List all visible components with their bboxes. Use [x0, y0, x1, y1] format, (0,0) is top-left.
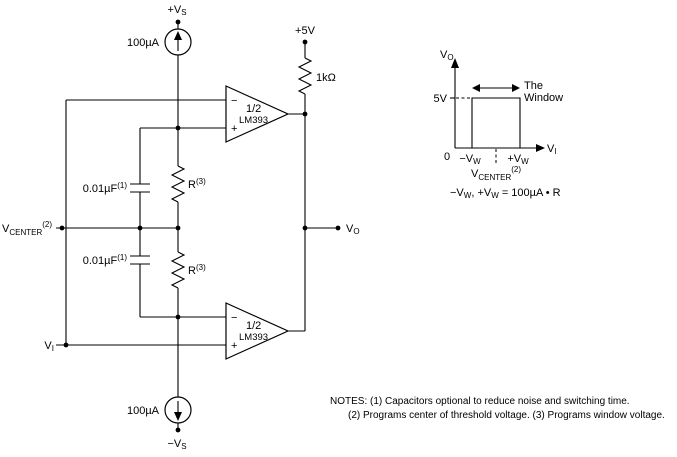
comparator-top-half: 1/2 [246, 103, 261, 115]
rail-5v-label: +5V [295, 25, 316, 37]
window-pulse [471, 97, 521, 148]
graph-equation: −VW, +VW = 100µA • R [450, 187, 561, 200]
x-axis-arrow-icon [536, 144, 545, 152]
resistor-1k [297, 57, 313, 95]
window-annotation-line1: The [524, 80, 543, 92]
resistor-r-bottom [170, 251, 186, 289]
junction-dots [59, 19, 341, 433]
v-in-label: VI [44, 340, 54, 353]
comparator-top-part: LM393 [239, 115, 268, 126]
y-axis-arrow-icon [451, 58, 459, 68]
graph-x-axis-label: VI [547, 143, 557, 156]
comparator-top-plus: + [231, 123, 237, 135]
wires [56, 22, 338, 430]
top-supply-label: +VS [167, 4, 186, 17]
pullup-resistor-label: 1kΩ [316, 72, 336, 84]
bottom-supply-label: −VS [167, 438, 186, 451]
resistor-r-top [170, 165, 186, 203]
capacitor-top [130, 183, 150, 193]
notes-line2: (2) Programs center of threshold voltage… [348, 410, 665, 421]
current-source-bottom [164, 396, 192, 424]
up-arrow-icon [174, 31, 182, 40]
window-arrow-left-icon [472, 84, 480, 92]
comparator-bottom-half: 1/2 [246, 320, 261, 332]
graph-origin-label: 0 [444, 151, 450, 163]
down-arrow-icon [174, 412, 182, 421]
capacitor-bottom [130, 255, 150, 265]
window-arrow-right-icon [512, 84, 520, 92]
top-current-source-label: 100µA [127, 37, 160, 49]
resistor-r-bottom-label: R(3) [188, 263, 206, 277]
graph-y-axis-label: VO [440, 49, 454, 62]
capacitor-bottom-label: 0.01µF(1) [83, 253, 128, 267]
graph-5v-label: 5V [434, 93, 448, 105]
comparator-bottom-plus: + [231, 340, 237, 352]
comparator-bottom-part: LM393 [239, 332, 268, 343]
graph-neg-vw-label: −VW [459, 153, 481, 166]
comparator-top-minus: − [231, 95, 237, 107]
current-source-top [164, 28, 192, 56]
transfer-graph [450, 58, 545, 165]
comparator-bottom-minus: − [231, 312, 237, 324]
graph-pos-vw-label: +VW [507, 153, 529, 166]
comparator-top [225, 85, 290, 143]
comparator-bottom [225, 302, 290, 360]
notes-line1: NOTES: (1) Capacitors optional to reduce… [330, 396, 630, 407]
resistor-r-top-label: R(3) [188, 177, 206, 191]
capacitor-top-label: 0.01µF(1) [83, 181, 128, 195]
graph-v-center-label: VCENTER(2) [471, 165, 521, 182]
bottom-current-source-label: 100µA [127, 405, 160, 417]
v-center-label: VCENTER(2) [2, 220, 52, 237]
v-out-label: VO [346, 223, 360, 236]
window-annotation-line2: Window [524, 92, 563, 104]
